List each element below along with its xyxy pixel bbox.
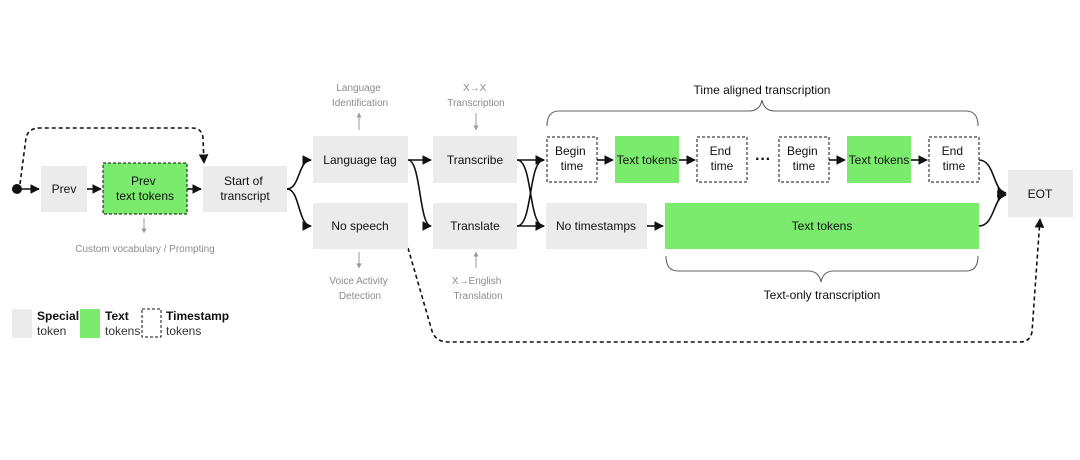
node-begin1-line1: Begin bbox=[555, 144, 586, 158]
node-transcribe-label: Transcribe bbox=[447, 153, 504, 167]
node-end1-line1: End bbox=[710, 144, 731, 158]
arrow-end2-to-eot bbox=[978, 159, 1007, 198]
node-prev-text-tokens-line2: text tokens bbox=[116, 189, 174, 203]
node-end-time-1-label: End time bbox=[710, 144, 735, 173]
caption-langid-line2: Identification bbox=[332, 98, 388, 109]
legend-swatch-special bbox=[12, 309, 32, 338]
heading-text-only-transcription: Text-only transcription bbox=[764, 288, 881, 302]
braces bbox=[546, 99, 979, 283]
node-end-time-2-label: End time bbox=[942, 144, 967, 173]
legend-swatch-text bbox=[80, 309, 100, 338]
caption-x-to-english-translation: X→English Translation bbox=[452, 276, 504, 302]
node-eot-label: EOT bbox=[1028, 187, 1053, 201]
node-prev bbox=[41, 166, 87, 212]
brace-text-only bbox=[665, 255, 979, 283]
arrow-langtag-to-translate bbox=[407, 159, 432, 231]
node-no-timestamps bbox=[546, 203, 647, 249]
ellipsis: ··· bbox=[755, 151, 771, 168]
node-prev-label: Prev bbox=[52, 182, 77, 196]
arrow-translate-to-begin bbox=[516, 155, 545, 227]
arrow-dashed-bypass bbox=[19, 127, 209, 185]
node-text-tokens-long bbox=[665, 203, 979, 249]
captions: Language Identification X→X Transcriptio… bbox=[75, 83, 504, 302]
node-end-time-1 bbox=[696, 136, 748, 183]
legend-text-title: Text bbox=[105, 309, 129, 323]
node-start-of-transcript-label: Start of transcript bbox=[220, 174, 270, 203]
legend-timestamp-sub: tokens bbox=[166, 324, 201, 338]
legend: Special token Text tokens Timestamp toke… bbox=[12, 308, 229, 338]
node-prev-text-tokens-line1: Prev bbox=[131, 174, 156, 188]
caption-x-to-x-transcription: X→X Transcription bbox=[447, 83, 504, 109]
node-prev-text-tokens-label: Prev text tokens bbox=[116, 174, 174, 203]
arrow-sot-to-nospeech bbox=[286, 188, 312, 231]
node-end2-line1: End bbox=[942, 144, 963, 158]
node-start-of-transcript bbox=[203, 166, 287, 212]
node-no-speech bbox=[313, 203, 408, 249]
node-begin2-line1: Begin bbox=[787, 144, 818, 158]
node-end-time-2 bbox=[928, 136, 980, 183]
caption-custom-vocabulary: Custom vocabulary / Prompting bbox=[75, 244, 215, 255]
legend-special-sub: token bbox=[37, 324, 66, 338]
node-text-tokens-long-label: Text tokens bbox=[792, 219, 853, 233]
node-translate-label: Translate bbox=[450, 219, 500, 233]
node-translate bbox=[433, 203, 517, 249]
node-eot bbox=[1008, 170, 1073, 217]
node-begin1-line2: time bbox=[561, 159, 584, 173]
node-text-tokens-2-label: Text tokens bbox=[849, 153, 910, 167]
node-sot-line2: transcript bbox=[220, 189, 270, 203]
legend-timestamp-title: Timestamp bbox=[166, 309, 229, 323]
caption-x2en-line1: X→English bbox=[452, 276, 501, 287]
node-begin-time-2-label: Begin time bbox=[787, 144, 821, 173]
arrow-sot-to-langtag bbox=[286, 155, 312, 190]
caption-language-identification: Language Identification bbox=[332, 83, 388, 109]
connectors bbox=[12, 127, 1045, 343]
caption-vad-line2: Detection bbox=[339, 291, 381, 302]
caption-voice-activity-detection: Voice Activity Detection bbox=[329, 276, 390, 302]
node-begin-time-1-label: Begin time bbox=[555, 144, 589, 173]
brace-time-aligned bbox=[546, 99, 979, 127]
node-begin2-line2: time bbox=[793, 159, 816, 173]
caption-arrows bbox=[141, 112, 479, 269]
heading-time-aligned-transcription: Time aligned transcription bbox=[694, 83, 831, 97]
nodes: Prev Prev text tokens Start of transcrip… bbox=[41, 136, 1073, 249]
node-language-tag-label: Language tag bbox=[323, 153, 396, 167]
legend-swatch-timestamp bbox=[141, 308, 162, 338]
start-dot bbox=[12, 184, 22, 194]
node-text-tokens-2 bbox=[847, 136, 911, 183]
legend-special-title: Special bbox=[37, 309, 79, 323]
node-text-tokens-1 bbox=[615, 136, 679, 183]
node-end1-line2: time bbox=[711, 159, 734, 173]
caption-x2en-line2: Translation bbox=[453, 291, 502, 302]
node-end2-line2: time bbox=[943, 159, 966, 173]
node-prev-text-tokens bbox=[102, 162, 188, 215]
node-language-tag bbox=[313, 136, 408, 183]
arrow-text-to-eot bbox=[978, 190, 1007, 227]
node-no-timestamps-label: No timestamps bbox=[556, 219, 636, 233]
node-no-speech-label: No speech bbox=[331, 219, 388, 233]
node-text-tokens-1-label: Text tokens bbox=[617, 153, 678, 167]
caption-x2x-line1: X→X bbox=[463, 83, 487, 94]
caption-x2x-line2: Transcription bbox=[447, 98, 504, 109]
caption-langid-line1: Language bbox=[336, 83, 381, 94]
caption-vad-line1: Voice Activity bbox=[329, 276, 387, 287]
legend-text-sub: tokens bbox=[105, 324, 140, 338]
node-sot-line1: Start of bbox=[224, 174, 263, 188]
node-begin-time-2 bbox=[778, 136, 830, 183]
arrow-dashed-nospeech-to-eot bbox=[407, 218, 1045, 343]
node-transcribe bbox=[433, 136, 517, 183]
node-begin-time-1 bbox=[546, 136, 598, 183]
